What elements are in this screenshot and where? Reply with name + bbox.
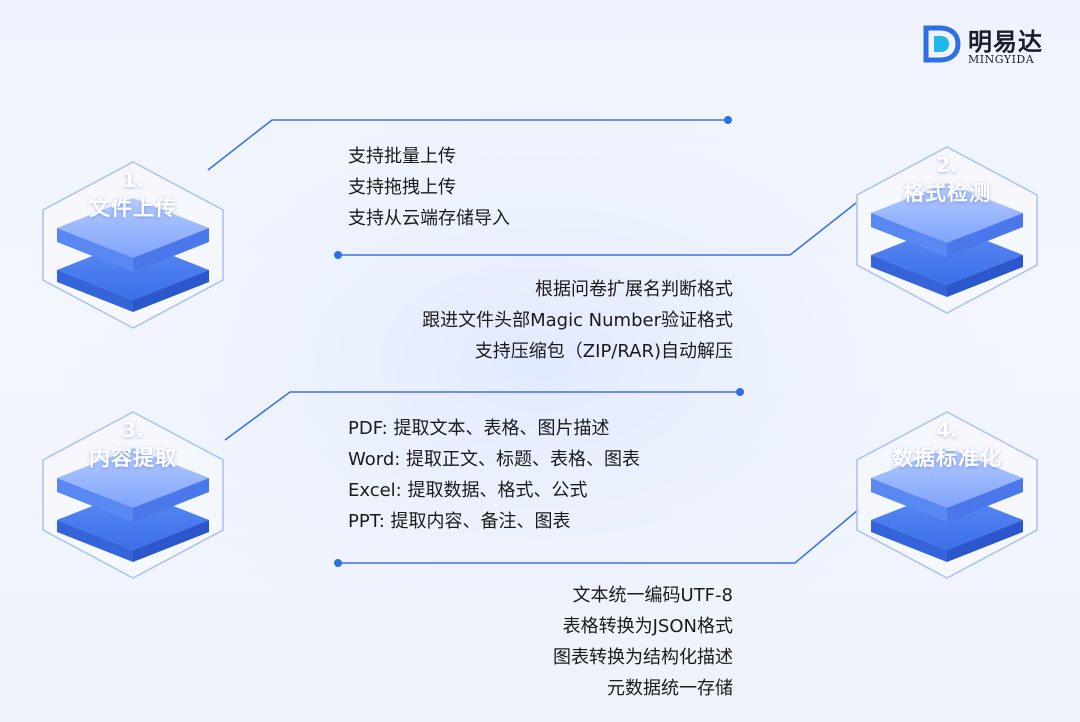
step-4-details: 文本统一编码UTF-8 表格转换为JSON格式 图表转换为结构化描述 元数据统一… [553, 580, 733, 704]
connector-dot [334, 559, 342, 567]
step-title: 内容提取 [89, 446, 177, 470]
connector-dot [334, 251, 342, 259]
stacked-layers-icon [42, 161, 224, 329]
detail-line: PPT: 提取内容、备注、图表 [348, 511, 571, 532]
step-title: 格式检测 [903, 181, 991, 205]
detail-line: 跟进文件头部Magic Number验证格式 [422, 310, 733, 331]
detail-line: PDF: 提取文本、表格、图片描述 [348, 418, 610, 439]
stacked-layers-icon [42, 411, 224, 579]
step-number: 4. [936, 418, 958, 442]
connector-dot [724, 116, 732, 124]
connector-dot [736, 388, 744, 396]
step-title: 文件上传 [89, 196, 177, 220]
detail-line: 支持压缩包（ZIP/RAR)自动解压 [474, 341, 733, 362]
step-2-format-detect: 2. 格式检测 [847, 145, 1047, 315]
brand-logo: 明易达 MINGYIDA [922, 22, 1062, 70]
connector-4 [338, 509, 859, 564]
detail-line: 支持拖拽上传 [348, 177, 456, 198]
detail-line: 支持批量上传 [348, 146, 456, 167]
step-3-details: PDF: 提取文本、表格、图片描述 Word: 提取正文、标题、表格、图表 Ex… [348, 413, 640, 537]
brand-name-cn: 明易达 [968, 28, 1043, 56]
connector-1 [207, 119, 728, 171]
step-1-details: 支持批量上传 支持拖拽上传 支持从云端存储导入 [348, 141, 510, 234]
step-2-details: 根据问卷扩展名判断格式 跟进文件头部Magic Number验证格式 支持压缩包… [422, 274, 733, 367]
step-number: 2. [936, 153, 958, 177]
detail-line: 根据问卷扩展名判断格式 [535, 279, 733, 300]
stacked-layers-icon [856, 411, 1038, 579]
detail-line: 图表转换为结构化描述 [553, 647, 733, 668]
detail-line: 元数据统一存储 [607, 678, 733, 699]
step-1-upload: 1. 文件上传 [33, 160, 233, 330]
brand-name-en: MINGYIDA [968, 53, 1035, 66]
detail-line: Excel: 提取数据、格式、公式 [348, 480, 588, 501]
step-4-data-normalize: 4. 数据标准化 [847, 410, 1047, 580]
connector-3 [224, 391, 740, 441]
stacked-layers-icon [856, 146, 1038, 314]
logo-d-mark-icon [923, 25, 961, 63]
detail-line: 表格转换为JSON格式 [562, 616, 733, 637]
step-number: 1. [122, 168, 144, 192]
detail-line: Word: 提取正文、标题、表格、图表 [348, 449, 641, 470]
step-title: 数据标准化 [892, 446, 1002, 470]
detail-line: 文本统一编码UTF-8 [572, 585, 733, 606]
step-3-content-extract: 3. 内容提取 [33, 410, 233, 580]
detail-line: 支持从云端存储导入 [348, 208, 510, 229]
connector-2 [338, 202, 857, 256]
step-number: 3. [122, 418, 144, 442]
